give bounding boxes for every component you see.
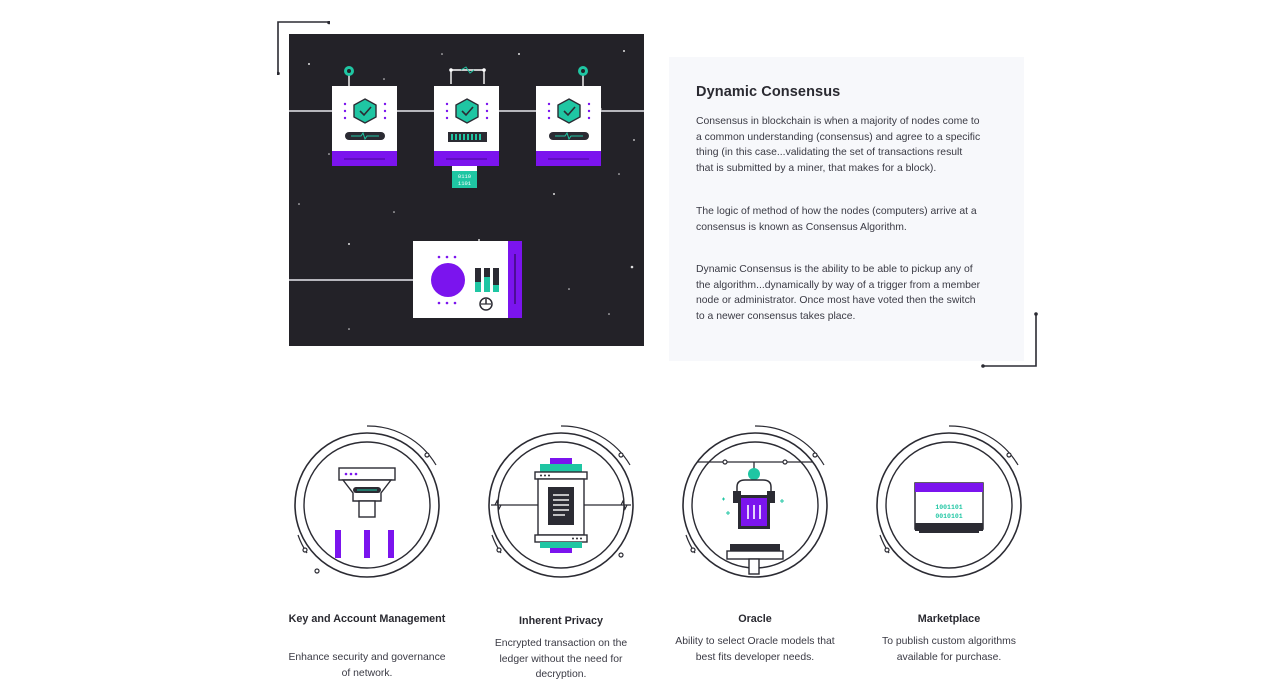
oracle-robot-icon xyxy=(682,425,828,578)
illustration-code-line-2: 1101 xyxy=(458,180,472,187)
feature-description: Encrypted transaction on the ledger with… xyxy=(494,638,628,680)
marketplace-code-line-2: 0010101 xyxy=(935,513,962,520)
feature-title: Inherent Privacy xyxy=(518,615,603,627)
funnel-key-icon xyxy=(294,425,440,578)
frame-corner-bottom-right xyxy=(981,312,1038,368)
feature-description: Ability to select Oracle models that bes… xyxy=(675,636,835,663)
info-card xyxy=(669,57,1024,361)
marketplace-screen-icon: 1001101 0010101 xyxy=(876,425,1022,578)
section-title: Dynamic Consensus xyxy=(696,84,841,100)
feature-title: Oracle xyxy=(738,613,772,625)
feature-description: Enhance security and governance of netwo… xyxy=(288,652,446,679)
consensus-paragraph-2: The logic of method of how the nodes (co… xyxy=(696,206,977,233)
consensus-illustration: 0110 1101 xyxy=(289,34,644,346)
privacy-server-icon xyxy=(488,425,634,578)
feature-title: Key and Account Management xyxy=(288,613,446,625)
feature-description: To publish custom algorithms available f… xyxy=(882,636,1016,663)
consensus-paragraph-1: Consensus in blockchain is when a majori… xyxy=(696,116,981,174)
marketplace-code-line-1: 1001101 xyxy=(935,504,962,511)
feature-title: Marketplace xyxy=(917,613,981,625)
consensus-paragraph-3: Dynamic Consensus is the ability to be a… xyxy=(696,264,981,322)
illustration-code-line-1: 0110 xyxy=(458,173,471,180)
frame-corner-top-left xyxy=(277,21,330,75)
